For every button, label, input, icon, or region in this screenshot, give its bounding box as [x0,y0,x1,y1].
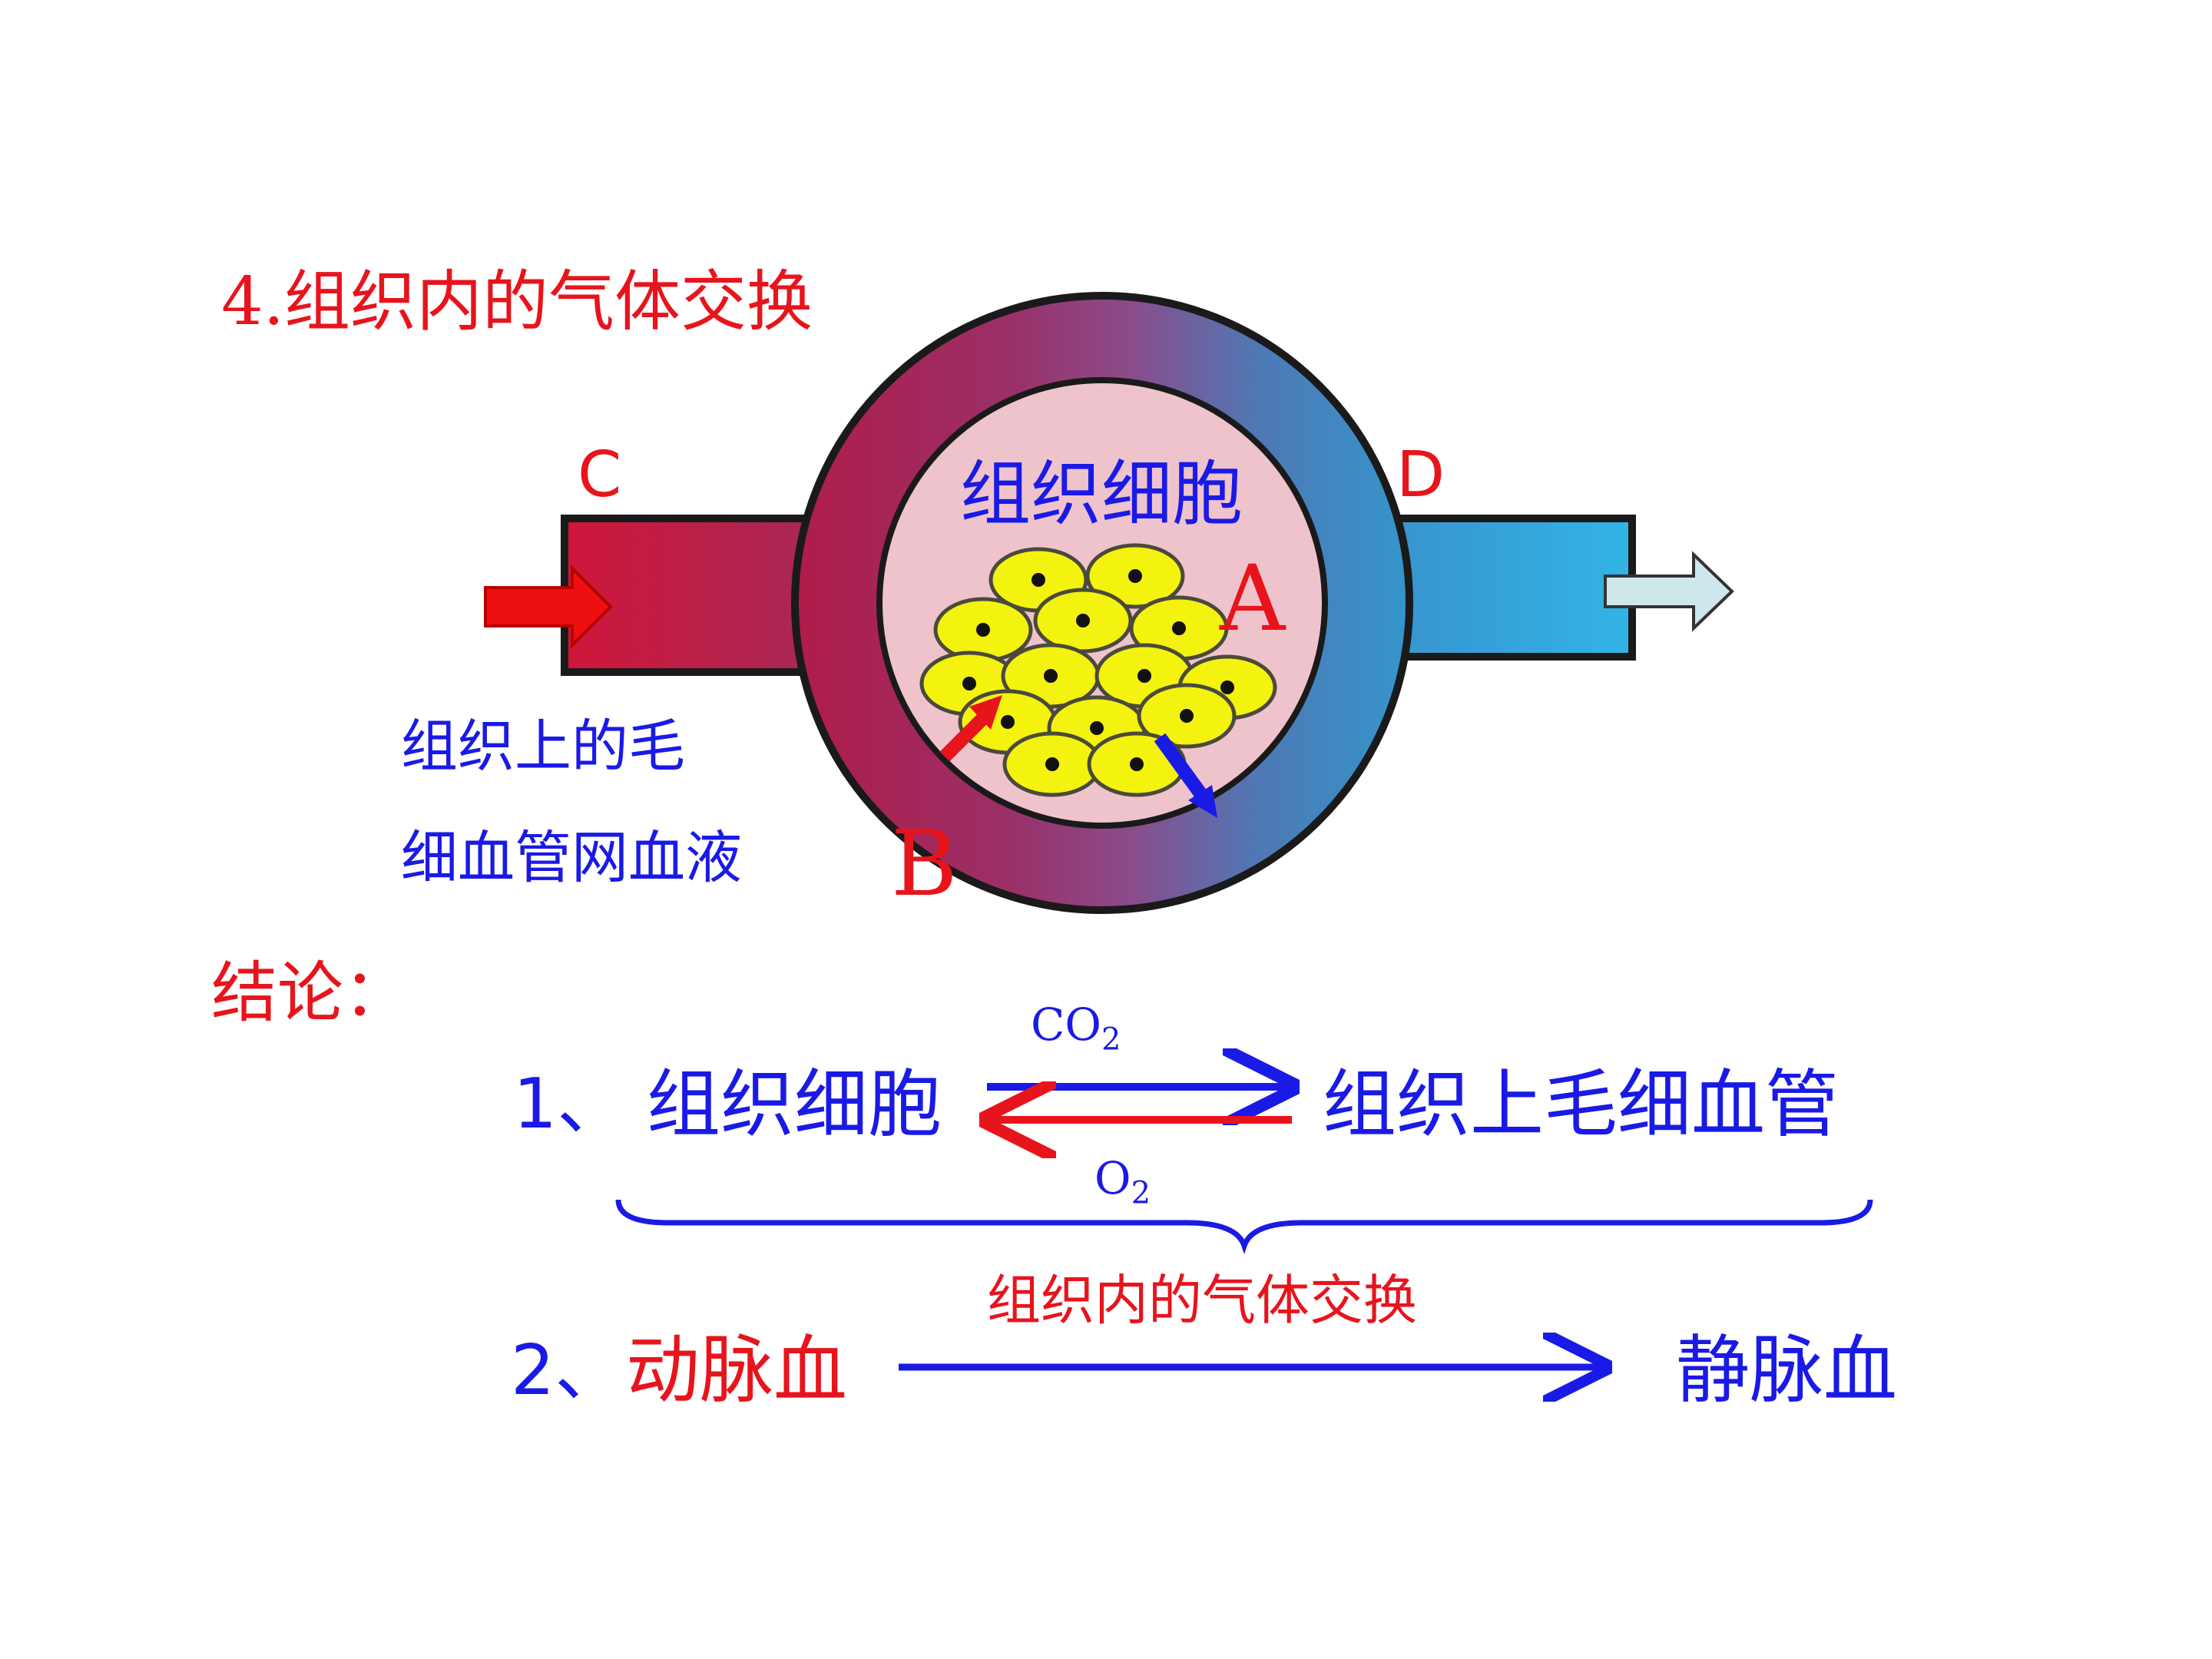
co2-label: CO2 [1031,1002,1121,1055]
outflow-arrow-icon [1604,551,1734,632]
label-b: B [891,810,958,916]
cell-nucleus [1180,709,1194,723]
cell-nucleus [1076,614,1090,628]
label-d: D [1396,439,1445,512]
item1-right: 组织上毛细血管 [1323,1061,1839,1147]
item1-left: 组织细胞 [647,1061,942,1147]
o2-diffusion-arrow [939,695,1002,762]
cell-nucleus [1220,680,1234,694]
tissue-cell-cluster [919,543,1277,797]
cell-nucleus [1172,621,1186,635]
inflow-arrow-icon [484,565,613,649]
co2-subscript: 2 [1101,1022,1121,1058]
co2-text: CO [1031,998,1101,1051]
cell-nucleus [1130,757,1144,771]
cell-nucleus [962,677,976,690]
item2-right: 静脉血 [1676,1327,1897,1413]
caption-line-2: 细血管网血液 [401,825,742,891]
label-a: A [1220,545,1286,651]
caption-line-1: 组织上的毛 [401,714,685,780]
cell-nucleus [1137,669,1151,683]
label-c: C [578,439,622,512]
cell-label: 组织细胞 [960,453,1243,535]
o2-label: O2 [1094,1156,1151,1209]
brace-label: 组织内的气体交换 [987,1269,1417,1332]
cell-nucleus [1001,715,1015,729]
cell-nucleus [1090,721,1104,735]
o2-subscript: 2 [1131,1175,1151,1211]
o2-text: O [1094,1152,1131,1204]
cell-nucleus [1044,669,1058,683]
co2-diffusion-arrow [1154,733,1217,818]
cell-nucleus [1045,757,1059,771]
summary-brace [615,1199,1873,1255]
cell-nucleus [1128,569,1142,583]
page-title: 4.组织内的气体交换 [221,263,813,340]
item2-left: 动脉血 [626,1327,847,1413]
cell-nucleus [1031,573,1045,587]
cell-nucleus [976,623,990,637]
conclusion-heading: 结论： [211,955,409,1031]
item1-prefix: 1、 [513,1064,627,1144]
item2-prefix: 2、 [511,1330,624,1411]
